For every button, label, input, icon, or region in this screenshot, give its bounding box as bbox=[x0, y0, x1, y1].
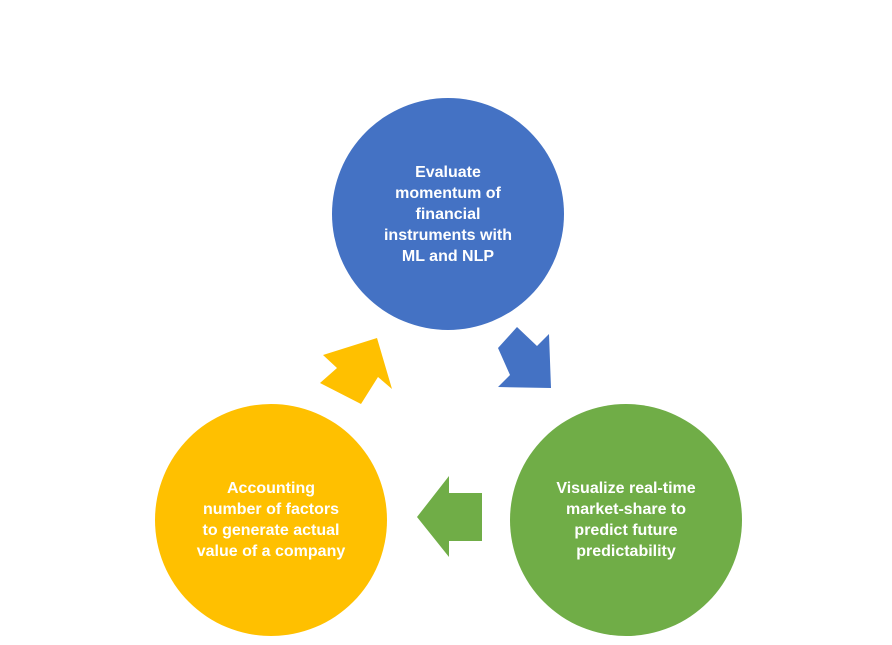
arrow-left-to-top-icon bbox=[320, 338, 392, 404]
node-left-accounting-factors: Accounting number of factors to generate… bbox=[155, 404, 387, 636]
node-right-label: Visualize real-time market-share to pred… bbox=[556, 480, 696, 560]
node-right-visualize-market-share: Visualize real-time market-share to pred… bbox=[510, 404, 742, 636]
arrow-right-to-left-icon bbox=[417, 476, 482, 557]
node-top-evaluate-momentum: Evaluate momentum of financial instrumen… bbox=[332, 98, 564, 330]
node-top-label: Evaluate momentum of financial instrumen… bbox=[383, 163, 512, 265]
node-left-label: Accounting number of factors to generate… bbox=[196, 480, 346, 560]
arrow-top-to-right-icon bbox=[498, 327, 551, 388]
